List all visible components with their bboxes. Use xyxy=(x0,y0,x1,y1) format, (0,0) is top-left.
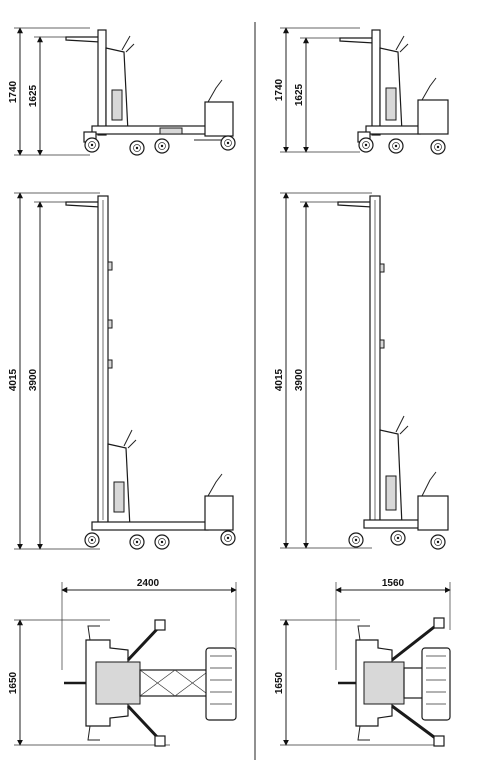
left-top-length-dimension: 2400 xyxy=(61,578,237,670)
right-raised-overall-height-label: 4015 xyxy=(274,368,285,391)
right-raised-platform-height-label: 3900 xyxy=(294,368,305,391)
left-top-view: 2400 1650 xyxy=(8,578,237,747)
right-stowed-platform-dimension: 1625 xyxy=(294,37,340,153)
left-top-width-label: 1650 xyxy=(8,671,19,694)
right-stowed-overall-dimension: 1740 xyxy=(274,27,360,153)
right-raised-view: 4015 3900 xyxy=(274,192,449,550)
right-raised-platform-dimension: 3900 xyxy=(294,201,340,549)
left-top-length-label: 2400 xyxy=(137,578,160,589)
right-top-width-dimension: 1650 xyxy=(274,619,440,746)
left-raised-machine xyxy=(65,195,236,550)
right-stowed-overall-height-label: 1740 xyxy=(274,78,285,101)
right-top-view: 1560 1650 xyxy=(274,578,451,747)
right-stowed-view: 1740 1625 xyxy=(274,27,449,155)
right-stowed-machine xyxy=(339,29,449,155)
left-raised-overall-dimension: 4015 xyxy=(8,192,100,550)
left-raised-overall-height-label: 4015 xyxy=(8,368,19,391)
left-top-machine xyxy=(64,619,237,747)
right-top-length-dimension: 1560 xyxy=(335,578,451,670)
right-stowed-platform-height-label: 1625 xyxy=(294,83,305,106)
left-top-width-dimension: 1650 xyxy=(8,619,170,746)
left-stowed-platform-dimension: 1625 xyxy=(28,36,70,156)
left-stowed-platform-height-label: 1625 xyxy=(28,84,39,107)
left-stowed-view: 1740 1625 xyxy=(8,27,236,156)
left-raised-platform-height-label: 3900 xyxy=(28,368,39,391)
left-raised-platform-dimension: 3900 xyxy=(28,201,70,550)
right-raised-overall-dimension: 4015 xyxy=(274,192,372,549)
left-stowed-overall-height-label: 1740 xyxy=(8,80,19,103)
left-raised-view: 4015 3900 xyxy=(8,192,236,550)
left-stowed-machine xyxy=(65,29,236,156)
right-raised-machine xyxy=(337,195,449,550)
right-top-width-label: 1650 xyxy=(274,671,285,694)
left-stowed-overall-dimension: 1740 xyxy=(8,27,90,156)
right-top-machine xyxy=(338,617,451,747)
right-top-length-label: 1560 xyxy=(382,578,405,589)
